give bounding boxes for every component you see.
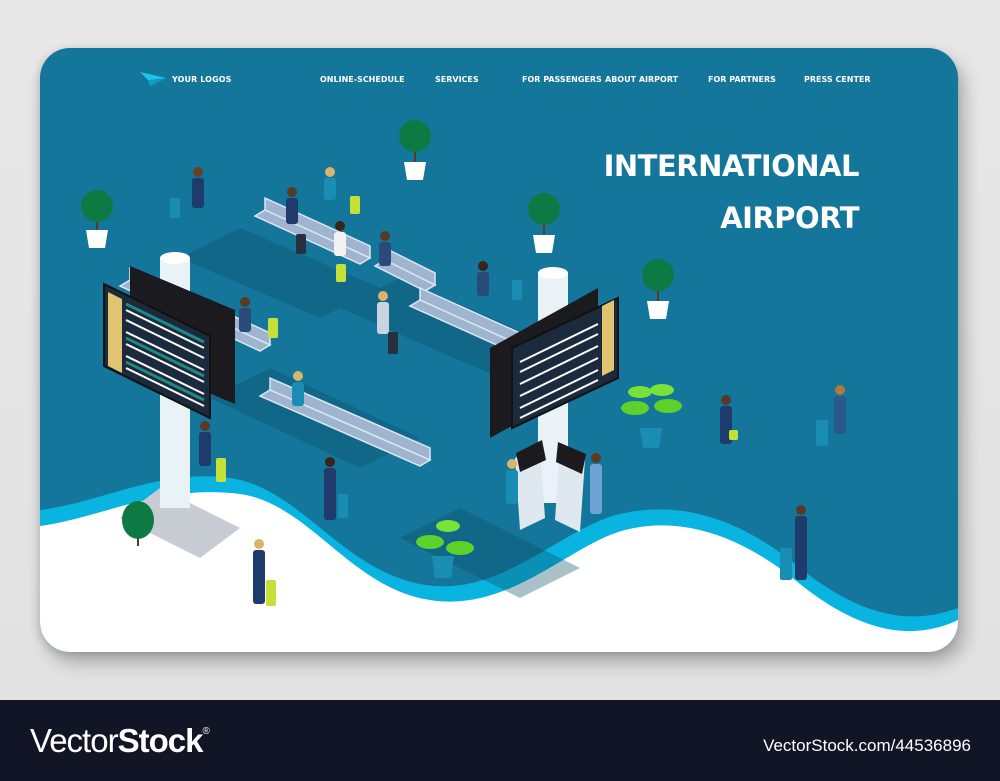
wave-floor: [40, 476, 958, 652]
hero-title: INTERNATIONAL AIRPORT: [603, 148, 860, 236]
waiting-seat-row: [258, 376, 432, 467]
traveler: [377, 291, 398, 354]
leafy-plant: [621, 384, 682, 448]
nav-for-passengers[interactable]: FOR PASSENGERS: [522, 75, 602, 84]
leafy-plants: [416, 384, 682, 578]
traveler: [253, 539, 276, 606]
logo[interactable]: YOUR LOGOS: [140, 72, 232, 86]
watermark-image-id: VectorStock.com/44536896: [763, 736, 971, 755]
hero-title-line2: AIRPORT: [720, 201, 859, 235]
watermark-brand-bold: Stock: [117, 722, 204, 759]
self-check-in-kiosk: [515, 440, 546, 530]
traveler: [334, 221, 346, 282]
flight-information-board: [490, 267, 619, 503]
board-floor-shadow: [120, 488, 240, 558]
traveler: [720, 395, 738, 444]
logo-label: YOUR LOGOS: [172, 74, 232, 84]
potted-tree: [122, 501, 154, 564]
traveler: [286, 187, 306, 254]
leafy-plant: [416, 520, 474, 578]
flight-information-board: [103, 252, 235, 508]
traveler: [477, 261, 522, 300]
traveler: [324, 457, 348, 520]
potted-trees: [81, 120, 674, 564]
traveler: [170, 167, 204, 218]
potted-tree: [642, 259, 674, 319]
nav-for-partners[interactable]: FOR PARTNERS: [708, 75, 776, 84]
traveler: [199, 421, 226, 482]
traveler: [292, 371, 304, 406]
traveler: [324, 167, 360, 214]
nav-online-schedule[interactable]: ONLINE-SCHEDULE: [320, 75, 405, 84]
registered-mark: ®: [202, 726, 209, 737]
traveler: [379, 231, 391, 266]
traveler: [239, 297, 278, 338]
airport-lounge-illustration: [40, 120, 958, 652]
travelers: [170, 167, 846, 606]
traveler: [780, 505, 807, 580]
watermark-bar: VectorStock® VectorStock.com/44536896: [0, 700, 1000, 781]
self-check-in-kiosk: [555, 442, 586, 532]
watermark-brand-light: Vector: [30, 722, 119, 759]
hero-title-line1: INTERNATIONAL: [603, 149, 860, 183]
paper-plane-icon: [140, 72, 166, 86]
potted-tree: [528, 193, 560, 253]
traveler: [816, 385, 846, 446]
potted-tree: [81, 190, 113, 248]
nav-press-center[interactable]: PRESS CENTER: [804, 75, 871, 84]
traveler: [506, 459, 518, 504]
potted-tree: [399, 120, 431, 180]
traveler: [590, 453, 602, 514]
landing-page-card: YOUR LOGOS ONLINE-SCHEDULE SERVICES FOR …: [40, 48, 958, 652]
nav-services[interactable]: SERVICES: [435, 75, 479, 84]
watermark-brand: VectorStock®: [30, 722, 210, 760]
nav-about-airport[interactable]: ABOUT AIRPORT: [605, 75, 679, 84]
top-navigation: YOUR LOGOS ONLINE-SCHEDULE SERVICES FOR …: [40, 48, 958, 108]
